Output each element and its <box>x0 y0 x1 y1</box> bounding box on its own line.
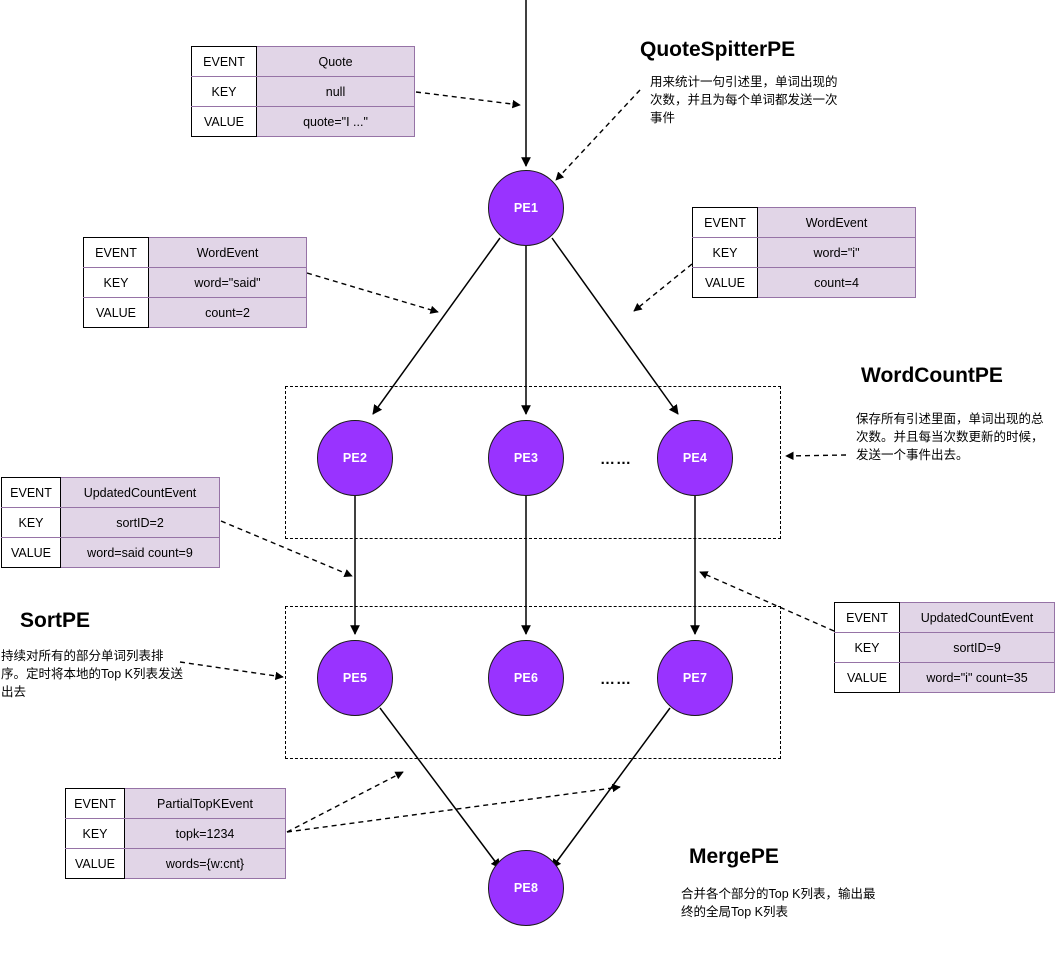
cell-event-value: WordEvent <box>148 237 307 268</box>
row-label-value: VALUE <box>65 848 125 879</box>
table-row: VALUE words={w:cnt} <box>65 848 286 879</box>
cell-value-value: word="i" count=35 <box>899 662 1055 693</box>
row-label-value: VALUE <box>83 297 149 328</box>
pe-node-pe5[interactable]: PE5 <box>317 640 393 716</box>
table-row: VALUE word=said count=9 <box>1 537 220 568</box>
pe-node-label: PE8 <box>513 880 539 895</box>
cell-value-value: count=4 <box>757 267 916 298</box>
event-table-wordevent-said: EVENT WordEvent KEY word="said" VALUE co… <box>83 237 307 328</box>
cell-event-value: WordEvent <box>757 207 916 238</box>
wordcount-group-box <box>285 386 781 539</box>
pe-node-pe4[interactable]: PE4 <box>657 420 733 496</box>
section-title-mergepe: MergePE <box>689 845 779 868</box>
cell-event-value: UpdatedCountEvent <box>899 602 1055 633</box>
row-label-key: KEY <box>834 632 900 663</box>
table-row: EVENT WordEvent <box>692 207 916 238</box>
cell-key-value: word="said" <box>148 267 307 298</box>
pe-node-pe2[interactable]: PE2 <box>317 420 393 496</box>
table-row: KEY null <box>191 76 415 107</box>
cell-value-value: count=2 <box>148 297 307 328</box>
row-label-value: VALUE <box>1 537 61 568</box>
event-table-updatedcount-said: EVENT UpdatedCountEvent KEY sortID=2 VAL… <box>1 477 220 568</box>
row-label-event: EVENT <box>83 237 149 268</box>
event-table-quote: EVENT Quote KEY null VALUE quote="I ..." <box>191 46 415 137</box>
table-row: KEY sortID=2 <box>1 507 220 538</box>
row-label-event: EVENT <box>1 477 61 508</box>
table-row: EVENT UpdatedCountEvent <box>834 602 1055 633</box>
row-label-event: EVENT <box>65 788 125 819</box>
cell-key-value: null <box>256 76 415 107</box>
pe-node-label: PE3 <box>513 450 539 465</box>
pe-node-pe6[interactable]: PE6 <box>488 640 564 716</box>
table-row: EVENT WordEvent <box>83 237 307 268</box>
row-label-key: KEY <box>692 237 758 268</box>
event-table-wordevent-i: EVENT WordEvent KEY word="i" VALUE count… <box>692 207 916 298</box>
cell-key-value: word="i" <box>757 237 916 268</box>
event-table-partialtopk: EVENT PartialTopKEvent KEY topk=1234 VAL… <box>65 788 286 879</box>
section-desc-mergepe: 合并各个部分的Top K列表，输出最终的全局Top K列表 <box>681 887 876 920</box>
row-label-event: EVENT <box>834 602 900 633</box>
row-label-value: VALUE <box>834 662 900 693</box>
row-label-event: EVENT <box>692 207 758 238</box>
row-label-event: EVENT <box>191 46 257 77</box>
pe-node-label: PE1 <box>513 200 539 215</box>
table-row: KEY word="i" <box>692 237 916 268</box>
cell-key-value: sortID=9 <box>899 632 1055 663</box>
pe-node-label: PE5 <box>342 670 368 685</box>
cell-value-value: word=said count=9 <box>60 537 220 568</box>
section-title-sortpe: SortPE <box>20 609 91 632</box>
sort-group-box <box>285 606 781 759</box>
row-label-key: KEY <box>83 267 149 298</box>
cell-value-value: quote="I ..." <box>256 106 415 137</box>
table-row: KEY word="said" <box>83 267 307 298</box>
table-row: EVENT PartialTopKEvent <box>65 788 286 819</box>
row-label-key: KEY <box>191 76 257 107</box>
cell-key-value: topk=1234 <box>124 818 286 849</box>
section-title-quotespitterpe: QuoteSpitterPE <box>640 38 796 61</box>
row-label-key: KEY <box>65 818 125 849</box>
pe-node-label: PE7 <box>682 670 708 685</box>
row-label-value: VALUE <box>692 267 758 298</box>
ellipsis-wordcount: …… <box>600 451 632 468</box>
row-label-key: KEY <box>1 507 61 538</box>
cell-value-value: words={w:cnt} <box>124 848 286 879</box>
pe-node-label: PE2 <box>342 450 368 465</box>
cell-event-value: Quote <box>256 46 415 77</box>
cell-key-value: sortID=2 <box>60 507 220 538</box>
table-row: VALUE word="i" count=35 <box>834 662 1055 693</box>
pe-node-pe3[interactable]: PE3 <box>488 420 564 496</box>
section-desc-wordcountpe: 保存所有引述里面，单词出现的总次数。并且每当次数更新的时候，发送一个事件出去。 <box>856 412 1044 463</box>
table-row: VALUE count=4 <box>692 267 916 298</box>
pe-node-pe1[interactable]: PE1 <box>488 170 564 246</box>
section-title-wordcountpe: WordCountPE <box>861 364 1003 387</box>
section-desc-quotespitterpe: 用来统计一句引述里，单词出现的次数，并且为每个单词都发送一次事件 <box>650 75 838 126</box>
table-row: KEY topk=1234 <box>65 818 286 849</box>
event-table-updatedcount-i: EVENT UpdatedCountEvent KEY sortID=9 VAL… <box>834 602 1055 693</box>
pe-node-label: PE6 <box>513 670 539 685</box>
ellipsis-sort: …… <box>600 671 632 688</box>
pe-node-label: PE4 <box>682 450 708 465</box>
pe-node-pe7[interactable]: PE7 <box>657 640 733 716</box>
table-row: EVENT Quote <box>191 46 415 77</box>
table-row: EVENT UpdatedCountEvent <box>1 477 220 508</box>
pe-node-pe8[interactable]: PE8 <box>488 850 564 926</box>
cell-event-value: UpdatedCountEvent <box>60 477 220 508</box>
cell-event-value: PartialTopKEvent <box>124 788 286 819</box>
table-row: KEY sortID=9 <box>834 632 1055 663</box>
row-label-value: VALUE <box>191 106 257 137</box>
table-row: VALUE quote="I ..." <box>191 106 415 137</box>
section-desc-sortpe: 持续对所有的部分单词列表排序。定时将本地的Top K列表发送出去 <box>1 649 183 700</box>
table-row: VALUE count=2 <box>83 297 307 328</box>
